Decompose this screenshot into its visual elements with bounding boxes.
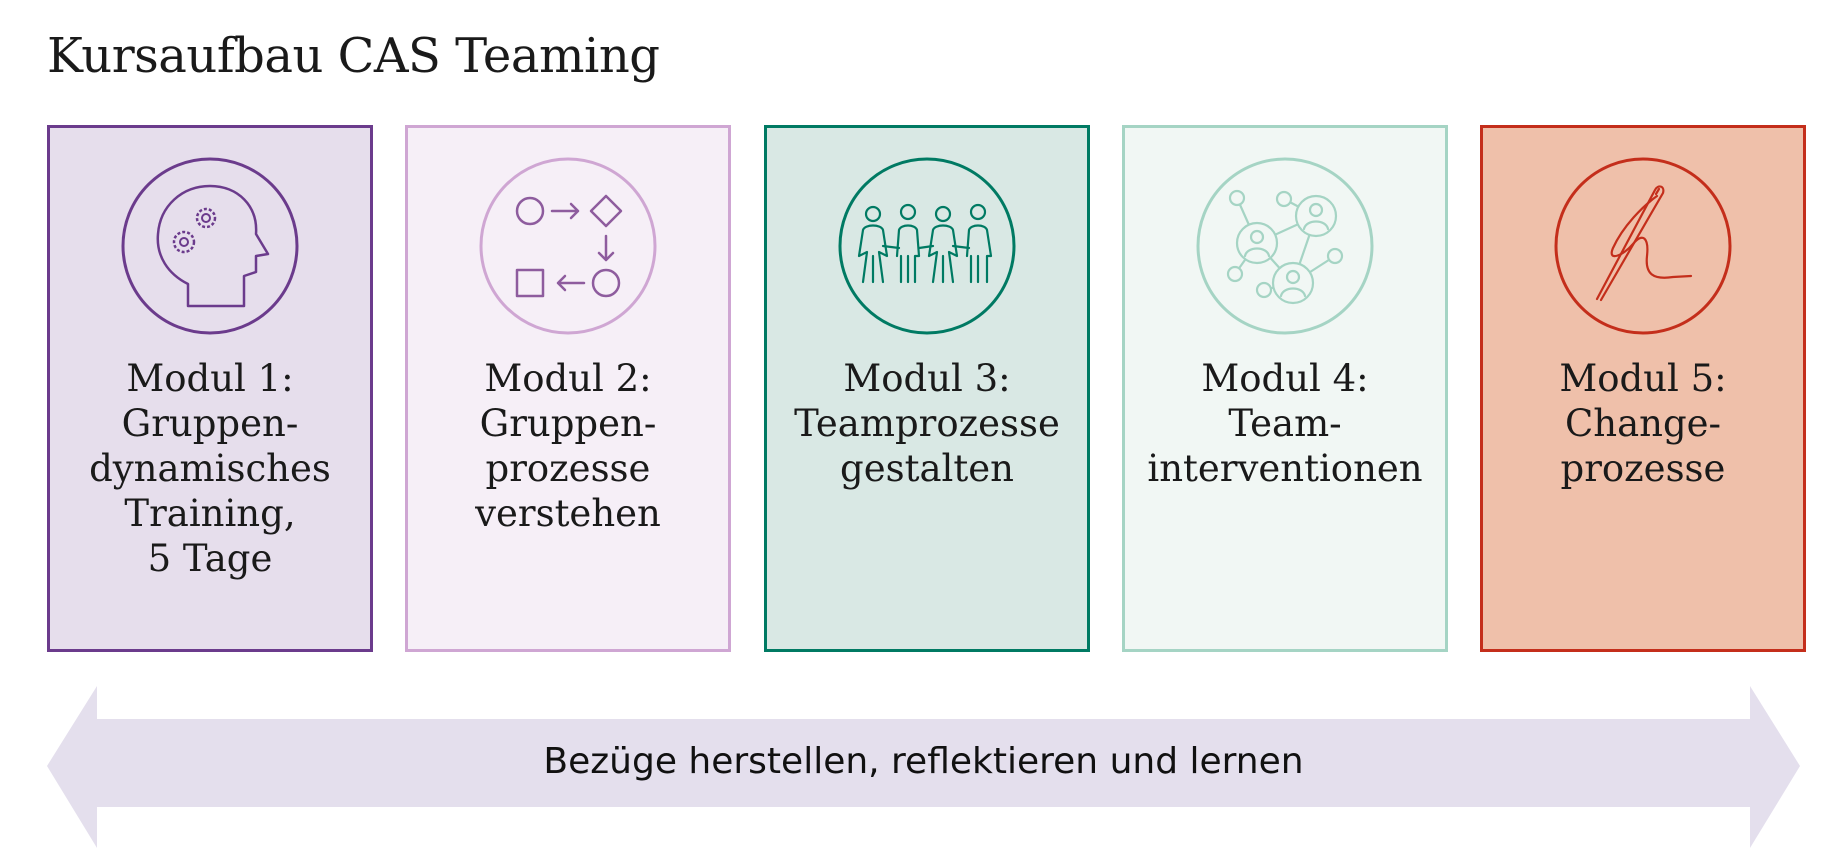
needle-thread-icon xyxy=(1554,157,1732,335)
module-label-4: Modul 4: Team- interventionen xyxy=(1147,357,1423,490)
module-label-2: Modul 2: Gruppen- prozesse verstehen xyxy=(475,357,661,535)
team-people-icon xyxy=(838,157,1016,335)
module-card-5: Modul 5: Change- prozesse xyxy=(1480,125,1806,652)
module-label-5: Modul 5: Change- prozesse xyxy=(1559,357,1727,490)
module-label-3: Modul 3: Teamprozesse gestalten xyxy=(794,357,1060,490)
module-label-1: Modul 1: Gruppen- dynamisches Training, … xyxy=(89,357,331,580)
arrow-label: Bezüge herstellen, reflektieren und lern… xyxy=(543,741,1304,782)
head-gears-icon xyxy=(121,157,299,335)
module-card-3: Modul 3: Teamprozesse gestalten xyxy=(764,125,1090,652)
double-arrow xyxy=(47,686,1800,848)
module-card-1: Modul 1: Gruppen- dynamisches Training, … xyxy=(47,125,373,652)
page-title: Kursaufbau CAS Teaming xyxy=(47,28,660,84)
network-icon xyxy=(1196,157,1374,335)
module-card-4: Modul 4: Team- interventionen xyxy=(1122,125,1448,652)
process-flow-icon xyxy=(479,157,657,335)
module-card-2: Modul 2: Gruppen- prozesse verstehen xyxy=(405,125,731,652)
